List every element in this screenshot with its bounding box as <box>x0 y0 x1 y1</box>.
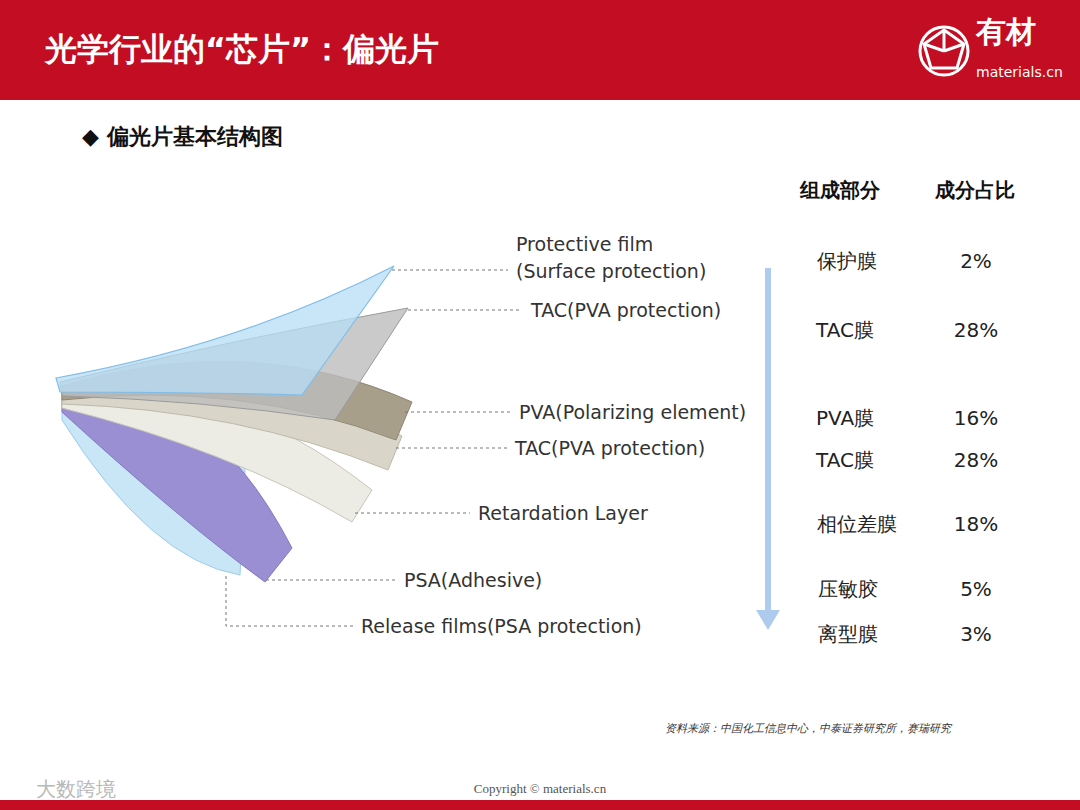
table-cell: PVA膜 <box>816 405 874 432</box>
footer-bar <box>0 800 1080 810</box>
table-cell: 28% <box>954 318 998 342</box>
table-cell: 3% <box>960 622 992 646</box>
logo-url: materials.cn <box>976 64 1063 80</box>
table-header: 组成部分 <box>800 177 880 204</box>
layer-label: TAC(PVA protection) <box>531 299 721 321</box>
table-cell: 28% <box>954 448 998 472</box>
layer-label: PVA(Polarizing element) <box>519 401 746 423</box>
table-header: 成分占比 <box>935 177 1015 204</box>
table-cell: 压敏胶 <box>818 576 878 603</box>
polarizer-layers <box>56 266 412 582</box>
order-arrow <box>756 268 780 630</box>
section-heading: ◆ 偏光片基本结构图 <box>82 122 283 152</box>
watermark: 大数跨境 <box>36 776 116 803</box>
logo-text: 有材 <box>976 12 1036 53</box>
slide-title: 光学行业的“芯片”：偏光片 <box>45 28 439 72</box>
table-cell: 18% <box>954 512 998 536</box>
layer-label: Protective film (Surface protection) <box>516 231 721 285</box>
table-cell: TAC膜 <box>816 317 874 344</box>
table-cell: 5% <box>960 577 992 601</box>
layer-label: PSA(Adhesive) <box>404 569 542 591</box>
logo-icon <box>920 27 968 75</box>
table-cell: 保护膜 <box>817 248 877 275</box>
table-cell: 16% <box>954 406 998 430</box>
table-cell: 离型膜 <box>818 621 878 648</box>
layer-label: Release films(PSA protection) <box>361 615 642 637</box>
table-cell: 2% <box>960 249 992 273</box>
table-cell: TAC膜 <box>816 447 874 474</box>
copyright: Copyright © materials.cn <box>474 781 606 797</box>
header-bar <box>0 0 1080 100</box>
layer-label: TAC(PVA protection) <box>515 437 705 459</box>
layer-label: Retardation Layer <box>478 502 648 524</box>
source-note: 资料来源：中国化工信息中心，中泰证券研究所，赛瑞研究 <box>665 721 951 736</box>
table-cell: 相位差膜 <box>817 511 897 538</box>
